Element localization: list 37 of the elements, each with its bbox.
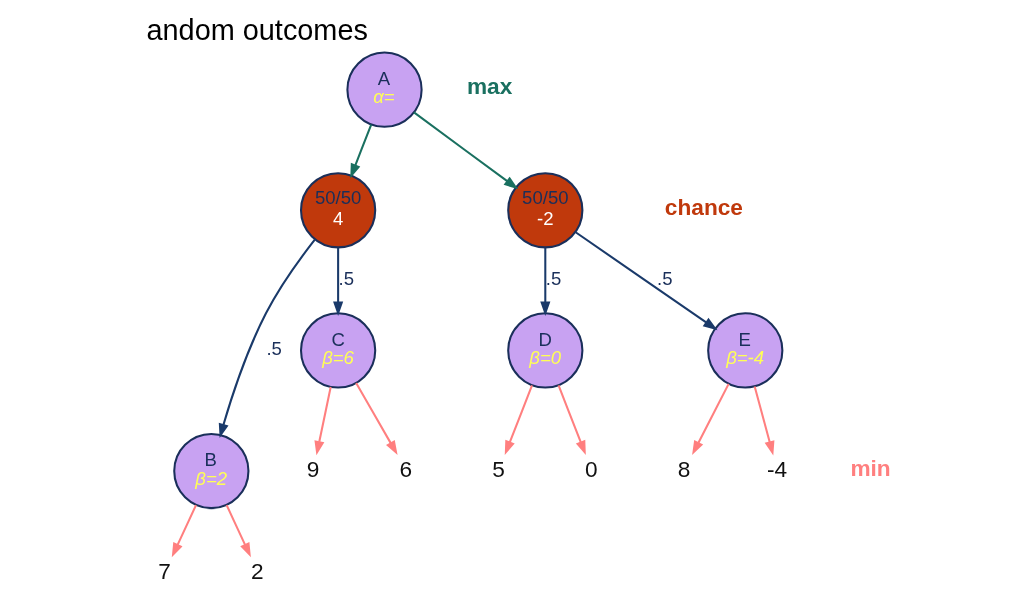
arrow <box>539 247 550 316</box>
node-text: 6 <box>398 455 412 482</box>
node-circle: D β=0 <box>506 312 583 389</box>
label: chance <box>664 194 743 220</box>
edge-label: .5 <box>545 267 561 289</box>
node-circle: E β=-4 <box>706 312 783 389</box>
node-text: 7 <box>157 557 171 584</box>
arrow <box>332 247 343 316</box>
edge-label: .5 <box>338 267 354 289</box>
node-text: 0 <box>584 455 598 482</box>
label: max <box>466 73 512 100</box>
arrow <box>354 382 398 456</box>
arrow <box>349 124 372 179</box>
arrow <box>313 386 332 456</box>
arrow <box>691 383 730 456</box>
arrow <box>218 238 316 438</box>
arrow <box>171 504 197 558</box>
node-text: -4 <box>766 455 787 482</box>
arrow <box>412 111 518 190</box>
edge-label: .5 <box>265 337 282 359</box>
label: min <box>849 454 891 481</box>
node-text: 8 <box>677 455 690 482</box>
node-circle: 50/50 4 <box>299 172 376 249</box>
diagram-title: andom outcomes <box>146 13 368 46</box>
arrow <box>504 385 533 456</box>
node-text: 5 <box>491 455 505 482</box>
arrow <box>753 386 774 456</box>
node-circle: 50/50 -2 <box>506 172 583 249</box>
arrow <box>557 385 586 456</box>
node-circle: B β=2 <box>172 432 249 510</box>
arrow <box>574 231 717 331</box>
node-text: 2 <box>250 557 264 584</box>
arrow <box>225 504 251 558</box>
node-circle: C β=6 <box>299 312 376 389</box>
node-text: 9 <box>306 455 319 482</box>
node-circle: A α= <box>345 51 423 128</box>
edge-label: .5 <box>656 267 673 289</box>
